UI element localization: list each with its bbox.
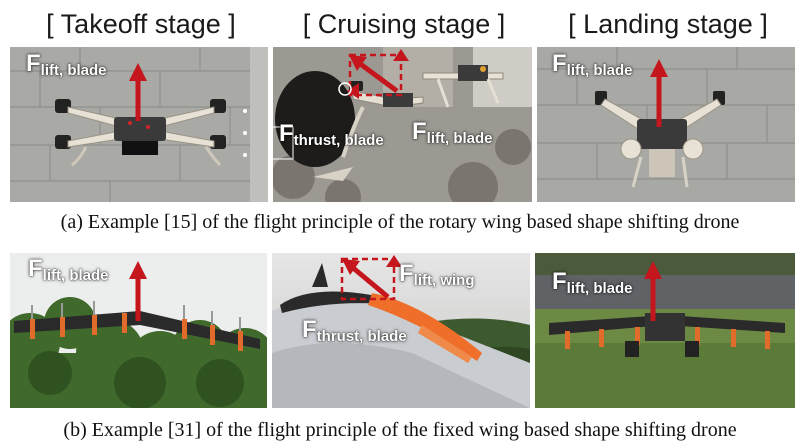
caption-a: (a) Example [15] of the flight principle… — [60, 211, 740, 233]
photo-fixedwing-landing — [535, 253, 795, 408]
runway — [535, 275, 795, 309]
rotary-landing-scene — [537, 47, 795, 202]
rotary-cruising-scene — [273, 47, 532, 202]
stage-title-cruising: [ Cruising stage ] — [302, 9, 506, 39]
force-component-box-b2 — [340, 257, 396, 301]
stage-title-landing: [ Landing stage ] — [568, 9, 768, 39]
rotary-drone-landing — [595, 91, 725, 188]
force-component-box — [348, 53, 403, 97]
label-lift-wing-b2: Flift, wing — [399, 260, 475, 289]
fixedwing-landing-scene — [535, 253, 795, 408]
photo-rotary-cruising — [273, 47, 532, 202]
photo-rotary-landing — [537, 47, 795, 202]
label-lift-blade-b1: Flift, blade — [28, 255, 109, 284]
label-lift-blade-a2: Flift, blade — [412, 118, 493, 147]
resultant-force-arrow-b2 — [350, 265, 390, 299]
fixedwing-takeoff-scene — [10, 253, 267, 408]
lift-arrow-head — [129, 63, 147, 81]
rotary-takeoff-scene — [10, 47, 268, 202]
dark-hole — [275, 71, 355, 167]
label-lift-blade-a3: Flift, blade — [552, 50, 633, 79]
label-thrust-blade-a2: Fthrust, blade — [279, 120, 384, 149]
fixedwing-drone-landing — [549, 313, 785, 357]
fixedwing-drone — [14, 301, 260, 351]
label-lift-blade-b3: Flift, blade — [552, 268, 633, 297]
rotary-drone-2 — [422, 65, 504, 108]
stage-title-takeoff: [ Takeoff stage ] — [46, 9, 236, 39]
photo-fixedwing-cruising — [272, 253, 530, 408]
label-lift-blade-a1: Flift, blade — [26, 50, 107, 79]
resultant-force-arrow — [357, 60, 399, 94]
photo-rotary-takeoff — [10, 47, 268, 202]
photo-fixedwing-takeoff — [10, 253, 267, 408]
caption-b: (b) Example [31] of the flight principle… — [63, 419, 737, 441]
label-thrust-blade-b2: Fthrust, blade — [302, 316, 407, 345]
fixedwing-cruising-scene — [272, 253, 530, 408]
rotary-drone — [55, 99, 226, 167]
